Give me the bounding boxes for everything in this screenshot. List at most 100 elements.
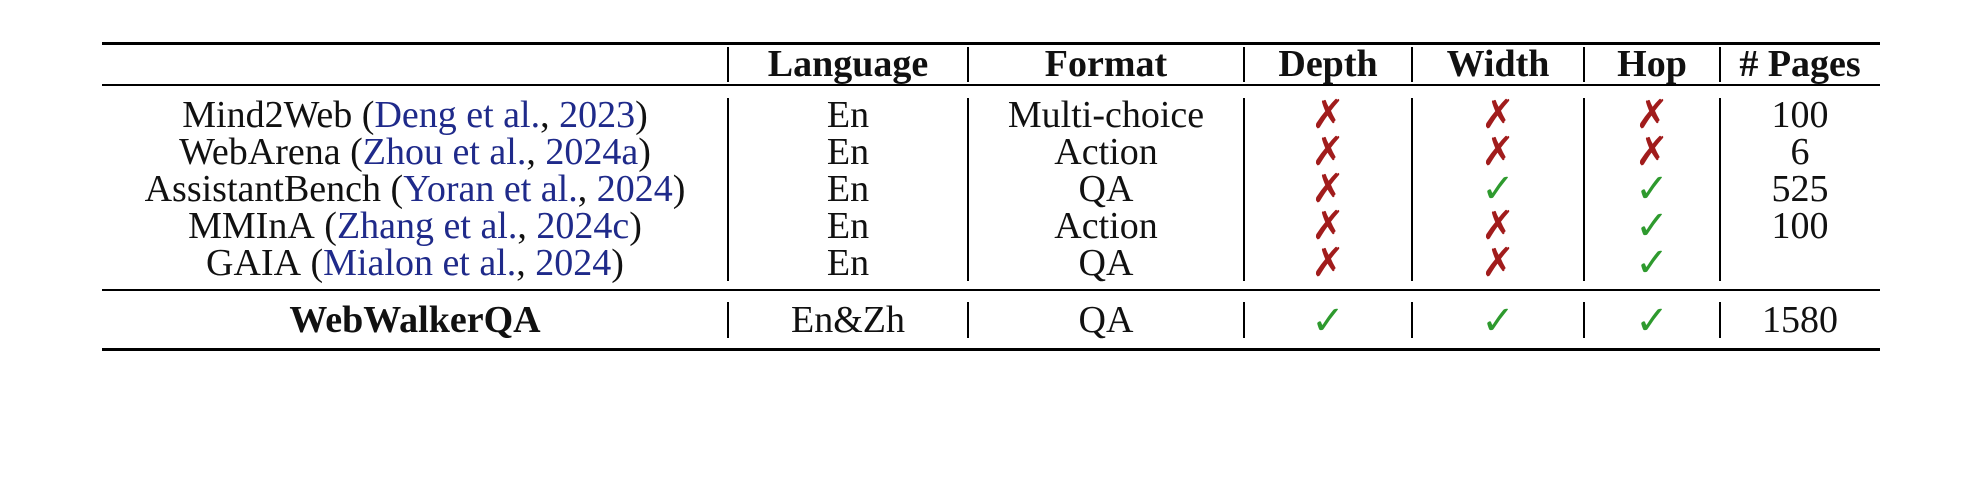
language-cell: En xyxy=(826,167,870,210)
format-cell: Action xyxy=(1054,204,1158,247)
citation-close: ) xyxy=(635,93,648,136)
benchmark-label: Mind2Web xyxy=(182,93,353,136)
pages-cell: 100 xyxy=(1771,93,1829,136)
separator xyxy=(727,98,729,281)
citation-open: ( xyxy=(352,93,375,136)
header-format: Format xyxy=(1044,43,1168,85)
separator xyxy=(1411,302,1413,338)
separator xyxy=(1583,302,1585,338)
separator xyxy=(1583,47,1585,82)
hop-check-icon: ✓ xyxy=(1635,166,1669,211)
hop-check-icon: ✓ xyxy=(1635,240,1669,285)
header-rule xyxy=(102,84,1880,86)
width-cross-icon: ✗ xyxy=(1481,240,1515,285)
format-cell: QA xyxy=(1078,167,1134,210)
separator xyxy=(1411,98,1413,281)
benchmark-name: GAIA (Mialon et al., 2024) xyxy=(102,242,728,284)
table-row: MMInA (Zhang et al., 2024c) En Action ✗ ✗ ✓ 10… xyxy=(102,203,1880,248)
citation-close: ) xyxy=(638,130,651,173)
width-check-icon: ✓ xyxy=(1481,166,1515,211)
header-name xyxy=(102,45,728,83)
pages-cell: 6 xyxy=(1790,130,1810,173)
ours-width-check-icon: ✓ xyxy=(1481,297,1515,343)
depth-cross-icon: ✗ xyxy=(1311,129,1345,174)
table-row: AssistantBench (Yoran et al., 2024) En QA ✗… xyxy=(102,166,1880,211)
ours-pages: 1580 xyxy=(1762,299,1838,341)
language-cell: En xyxy=(826,130,870,173)
header-language: Language xyxy=(767,43,929,85)
benchmark-name: WebArena (Zhou et al., 2024a) xyxy=(102,131,728,173)
citation-author-link[interactable]: Deng et al. xyxy=(374,93,541,136)
citation-year-link[interactable]: 2024a xyxy=(545,130,639,173)
citation-close: ) xyxy=(672,167,686,210)
separator xyxy=(967,47,969,82)
benchmark-name: Mind2Web (Deng et al., 2023) xyxy=(102,94,728,136)
separator xyxy=(1411,47,1413,82)
format-cell: QA xyxy=(1078,241,1134,284)
mid-rule xyxy=(102,289,1880,291)
pages-cell: 100 xyxy=(1771,204,1829,247)
bottom-rule xyxy=(102,348,1880,351)
hop-check-icon: ✓ xyxy=(1635,203,1669,248)
separator xyxy=(1243,302,1245,338)
pages-cell xyxy=(1720,244,1880,281)
benchmark-label: MMInA xyxy=(188,204,315,247)
ours-format: QA xyxy=(1078,299,1134,341)
separator xyxy=(1243,47,1245,82)
header-hop: Hop xyxy=(1617,43,1687,85)
ours-name: WebWalkerQA xyxy=(289,299,541,341)
hop-cross-icon: ✗ xyxy=(1635,92,1669,137)
ours-hop-check-icon: ✓ xyxy=(1635,297,1669,343)
separator xyxy=(967,98,969,281)
citation-separator: , xyxy=(516,241,536,284)
citation-author-link[interactable]: Zhou et al. xyxy=(362,130,527,173)
format-cell: Multi-choice xyxy=(1007,93,1205,136)
citation-open: ( xyxy=(314,204,337,247)
citation-author-link[interactable]: Mialon et al. xyxy=(323,241,517,284)
ours-language: En&Zh xyxy=(791,299,905,341)
header-pages: # Pages xyxy=(1739,43,1861,85)
separator xyxy=(1719,47,1721,82)
depth-cross-icon: ✗ xyxy=(1311,92,1345,137)
benchmark-label: WebArena xyxy=(179,130,341,173)
citation-separator: , xyxy=(517,204,537,247)
separator xyxy=(727,302,729,338)
citation-separator: , xyxy=(540,93,560,136)
citation-open: ( xyxy=(340,130,363,173)
citation-close: ) xyxy=(629,204,642,247)
header-width: Width xyxy=(1446,43,1550,85)
separator xyxy=(1719,98,1721,281)
citation-separator: , xyxy=(526,130,546,173)
citation-close: ) xyxy=(611,241,624,284)
citation-year-link[interactable]: 2023 xyxy=(559,93,636,136)
benchmark-name: MMInA (Zhang et al., 2024c) xyxy=(102,205,728,247)
citation-year-link[interactable]: 2024 xyxy=(596,167,673,210)
citation-open: ( xyxy=(381,167,404,210)
depth-cross-icon: ✗ xyxy=(1311,166,1345,211)
depth-cross-icon: ✗ xyxy=(1311,203,1345,248)
citation-author-link[interactable]: Zhang et al. xyxy=(336,204,518,247)
citation-separator: , xyxy=(577,167,597,210)
separator xyxy=(727,47,729,82)
language-cell: En xyxy=(826,204,870,247)
citation-year-link[interactable]: 2024 xyxy=(535,241,612,284)
citation-open: ( xyxy=(301,241,324,284)
separator xyxy=(1243,98,1245,281)
top-rule xyxy=(102,42,1880,45)
width-cross-icon: ✗ xyxy=(1481,92,1515,137)
separator xyxy=(1583,98,1585,281)
format-cell: Action xyxy=(1054,130,1158,173)
width-cross-icon: ✗ xyxy=(1481,129,1515,174)
width-cross-icon: ✗ xyxy=(1481,203,1515,248)
ours-row: WebWalkerQA En&Zh QA ✓ ✓ ✓ 1580 xyxy=(102,297,1880,343)
citation-year-link[interactable]: 2024c xyxy=(536,204,630,247)
language-cell: En xyxy=(826,93,870,136)
benchmark-name: AssistantBench (Yoran et al., 2024) xyxy=(102,168,728,210)
ours-depth-check-icon: ✓ xyxy=(1311,297,1345,343)
header-row: Language Format Depth Width Hop # Pages xyxy=(102,43,1880,85)
pages-cell: 525 xyxy=(1771,167,1829,210)
depth-cross-icon: ✗ xyxy=(1311,240,1345,285)
citation-author-link[interactable]: Yoran et al. xyxy=(403,167,578,210)
